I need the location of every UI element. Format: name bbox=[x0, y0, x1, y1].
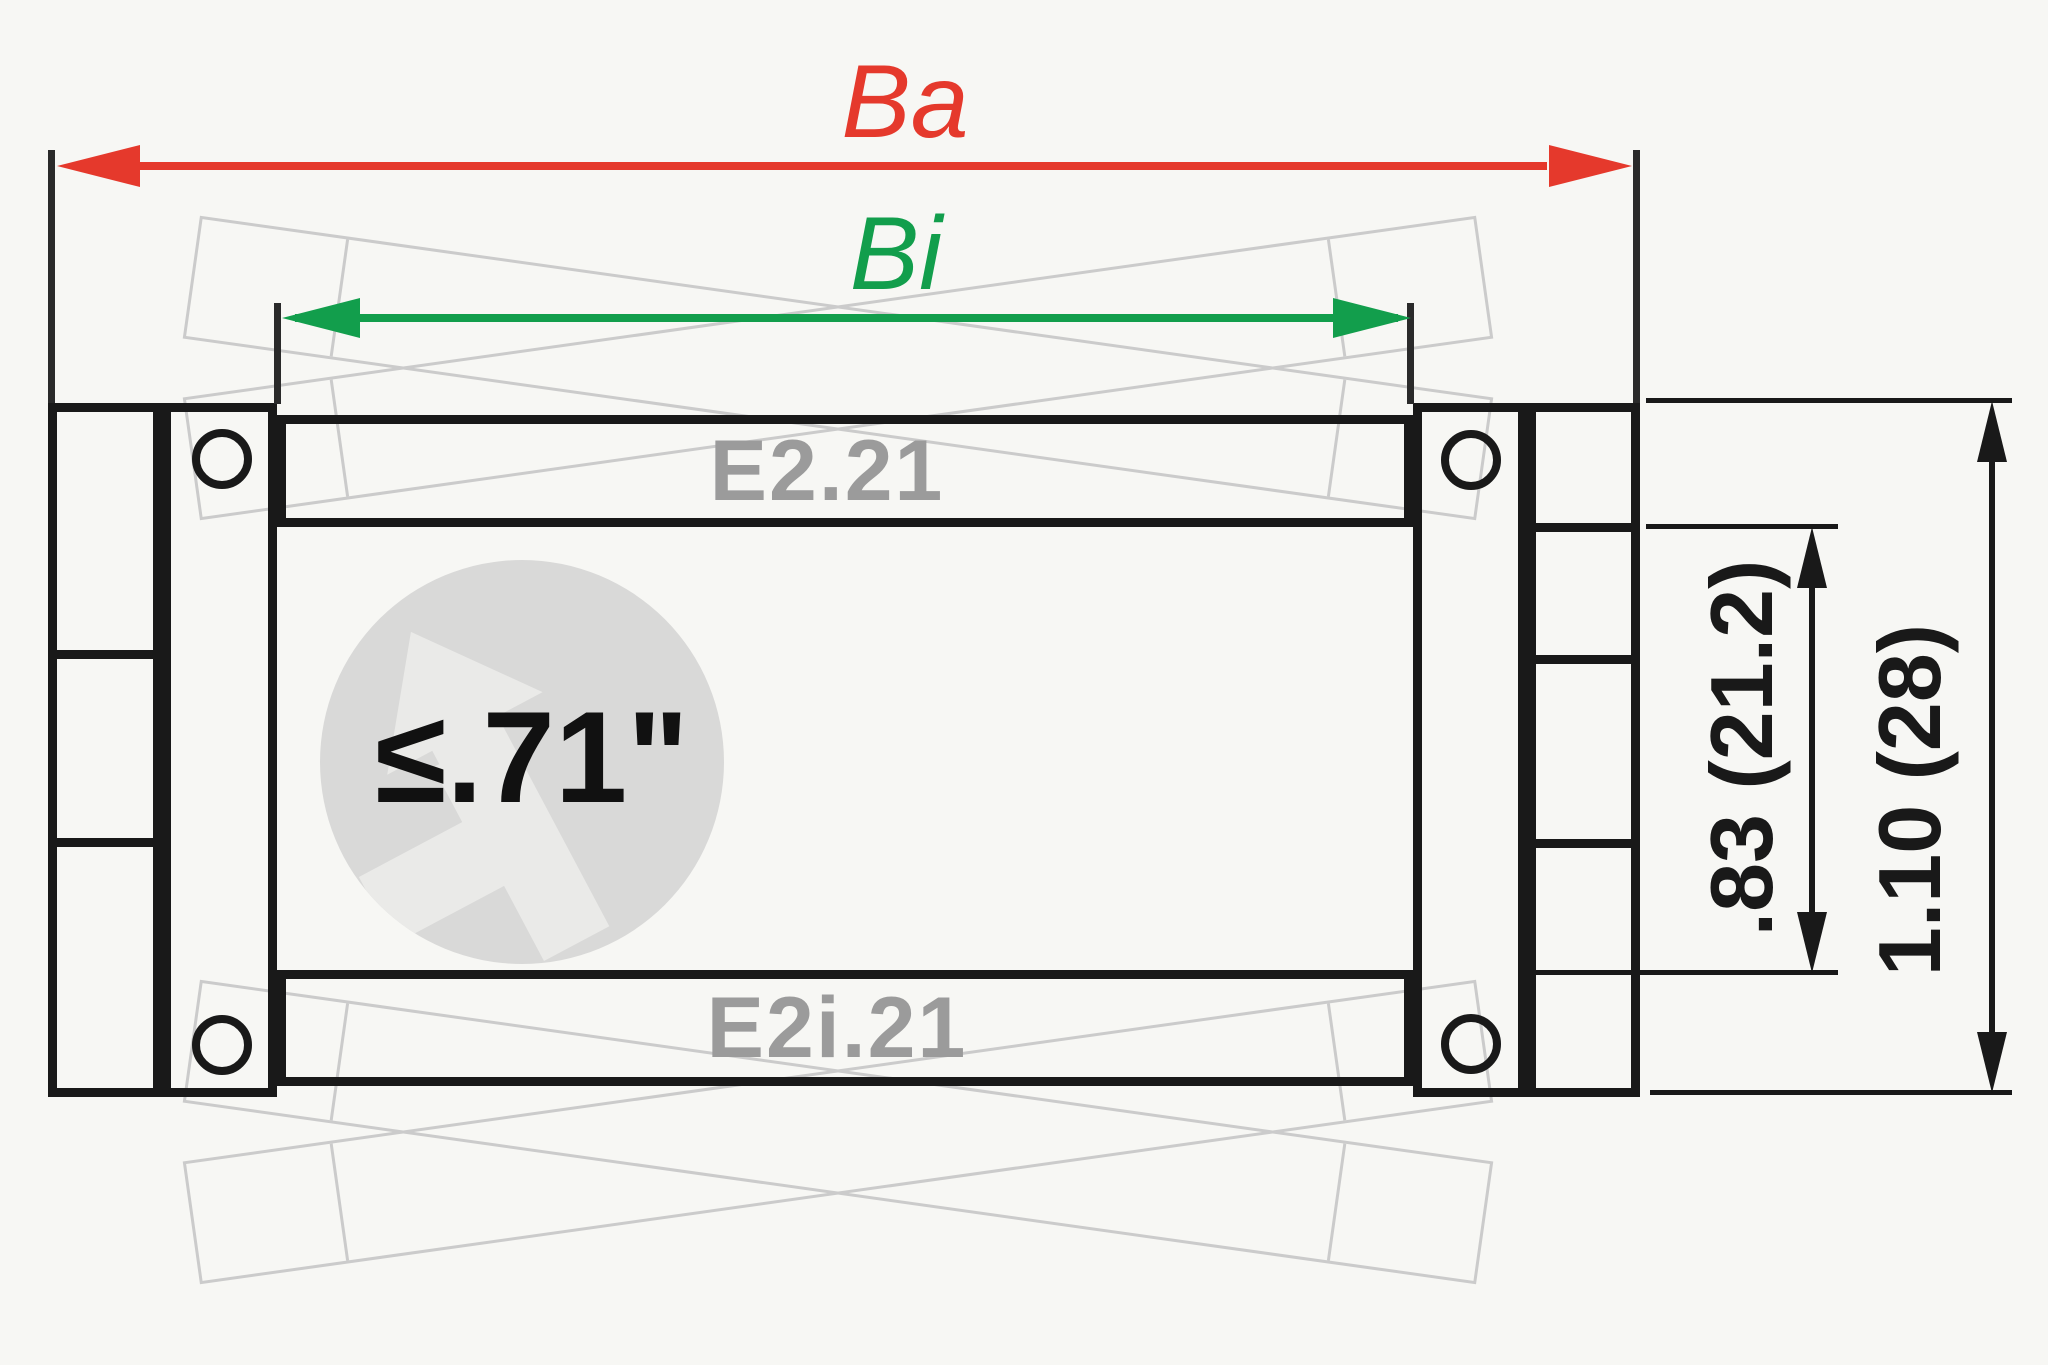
inner-height-dimension-line bbox=[1809, 580, 1815, 920]
outer-width-label: Ba bbox=[841, 44, 969, 160]
frame-right-column bbox=[1527, 403, 1640, 1097]
extension-line bbox=[1646, 524, 1838, 529]
frame-divider bbox=[1527, 523, 1640, 532]
bolt-hole-icon bbox=[192, 1015, 252, 1075]
frame-divider bbox=[1527, 839, 1640, 848]
frame-divider bbox=[1527, 655, 1640, 664]
chain-link-pin-divider bbox=[1326, 1143, 1347, 1261]
bolt-hole-icon bbox=[192, 429, 252, 489]
arrowhead-right-icon bbox=[1549, 145, 1632, 187]
arrowhead-up-icon bbox=[1977, 401, 2007, 462]
bend-radius-badge bbox=[320, 560, 724, 964]
frame-bottom-crossbar bbox=[277, 970, 1413, 1086]
outer-height-dimension-line bbox=[1989, 458, 1995, 1038]
outer-height-label: 1.10 (28) bbox=[1860, 623, 1959, 977]
extension-line bbox=[1633, 150, 1640, 403]
bolt-hole-icon bbox=[1441, 430, 1501, 490]
frame-left-column bbox=[48, 403, 162, 1097]
frame-divider bbox=[48, 650, 162, 659]
frame-left-sidebar bbox=[162, 403, 277, 1097]
inner-height-label: .83 (21.2) bbox=[1692, 559, 1791, 937]
extension-line bbox=[48, 150, 55, 403]
bolt-hole-icon bbox=[1441, 1014, 1501, 1074]
frame-divider bbox=[48, 838, 162, 847]
arrowhead-down-icon bbox=[1977, 1032, 2007, 1093]
arrowhead-up-icon bbox=[1797, 527, 1827, 588]
top-crossbar-label: E2.21 bbox=[709, 423, 945, 519]
extension-line bbox=[1650, 1090, 2012, 1095]
bend-radius-label: ≤.71" bbox=[375, 684, 689, 830]
extension-line bbox=[1646, 398, 2012, 403]
frame-right-sidebar bbox=[1413, 403, 1527, 1097]
chain-link-pin-divider bbox=[329, 1143, 350, 1261]
arrowhead-left-icon bbox=[57, 145, 140, 187]
frame-top-crossbar bbox=[277, 415, 1413, 527]
arrowhead-down-icon bbox=[1797, 912, 1827, 973]
inner-width-label: Bi bbox=[849, 196, 943, 312]
ba-dimension-line bbox=[125, 162, 1547, 170]
bottom-crossbar-label: E2i.21 bbox=[706, 980, 968, 1076]
chain-link-pin-divider bbox=[329, 239, 350, 357]
bend-arrow-icon bbox=[358, 631, 610, 961]
chain-link-pin-divider bbox=[1326, 239, 1347, 357]
